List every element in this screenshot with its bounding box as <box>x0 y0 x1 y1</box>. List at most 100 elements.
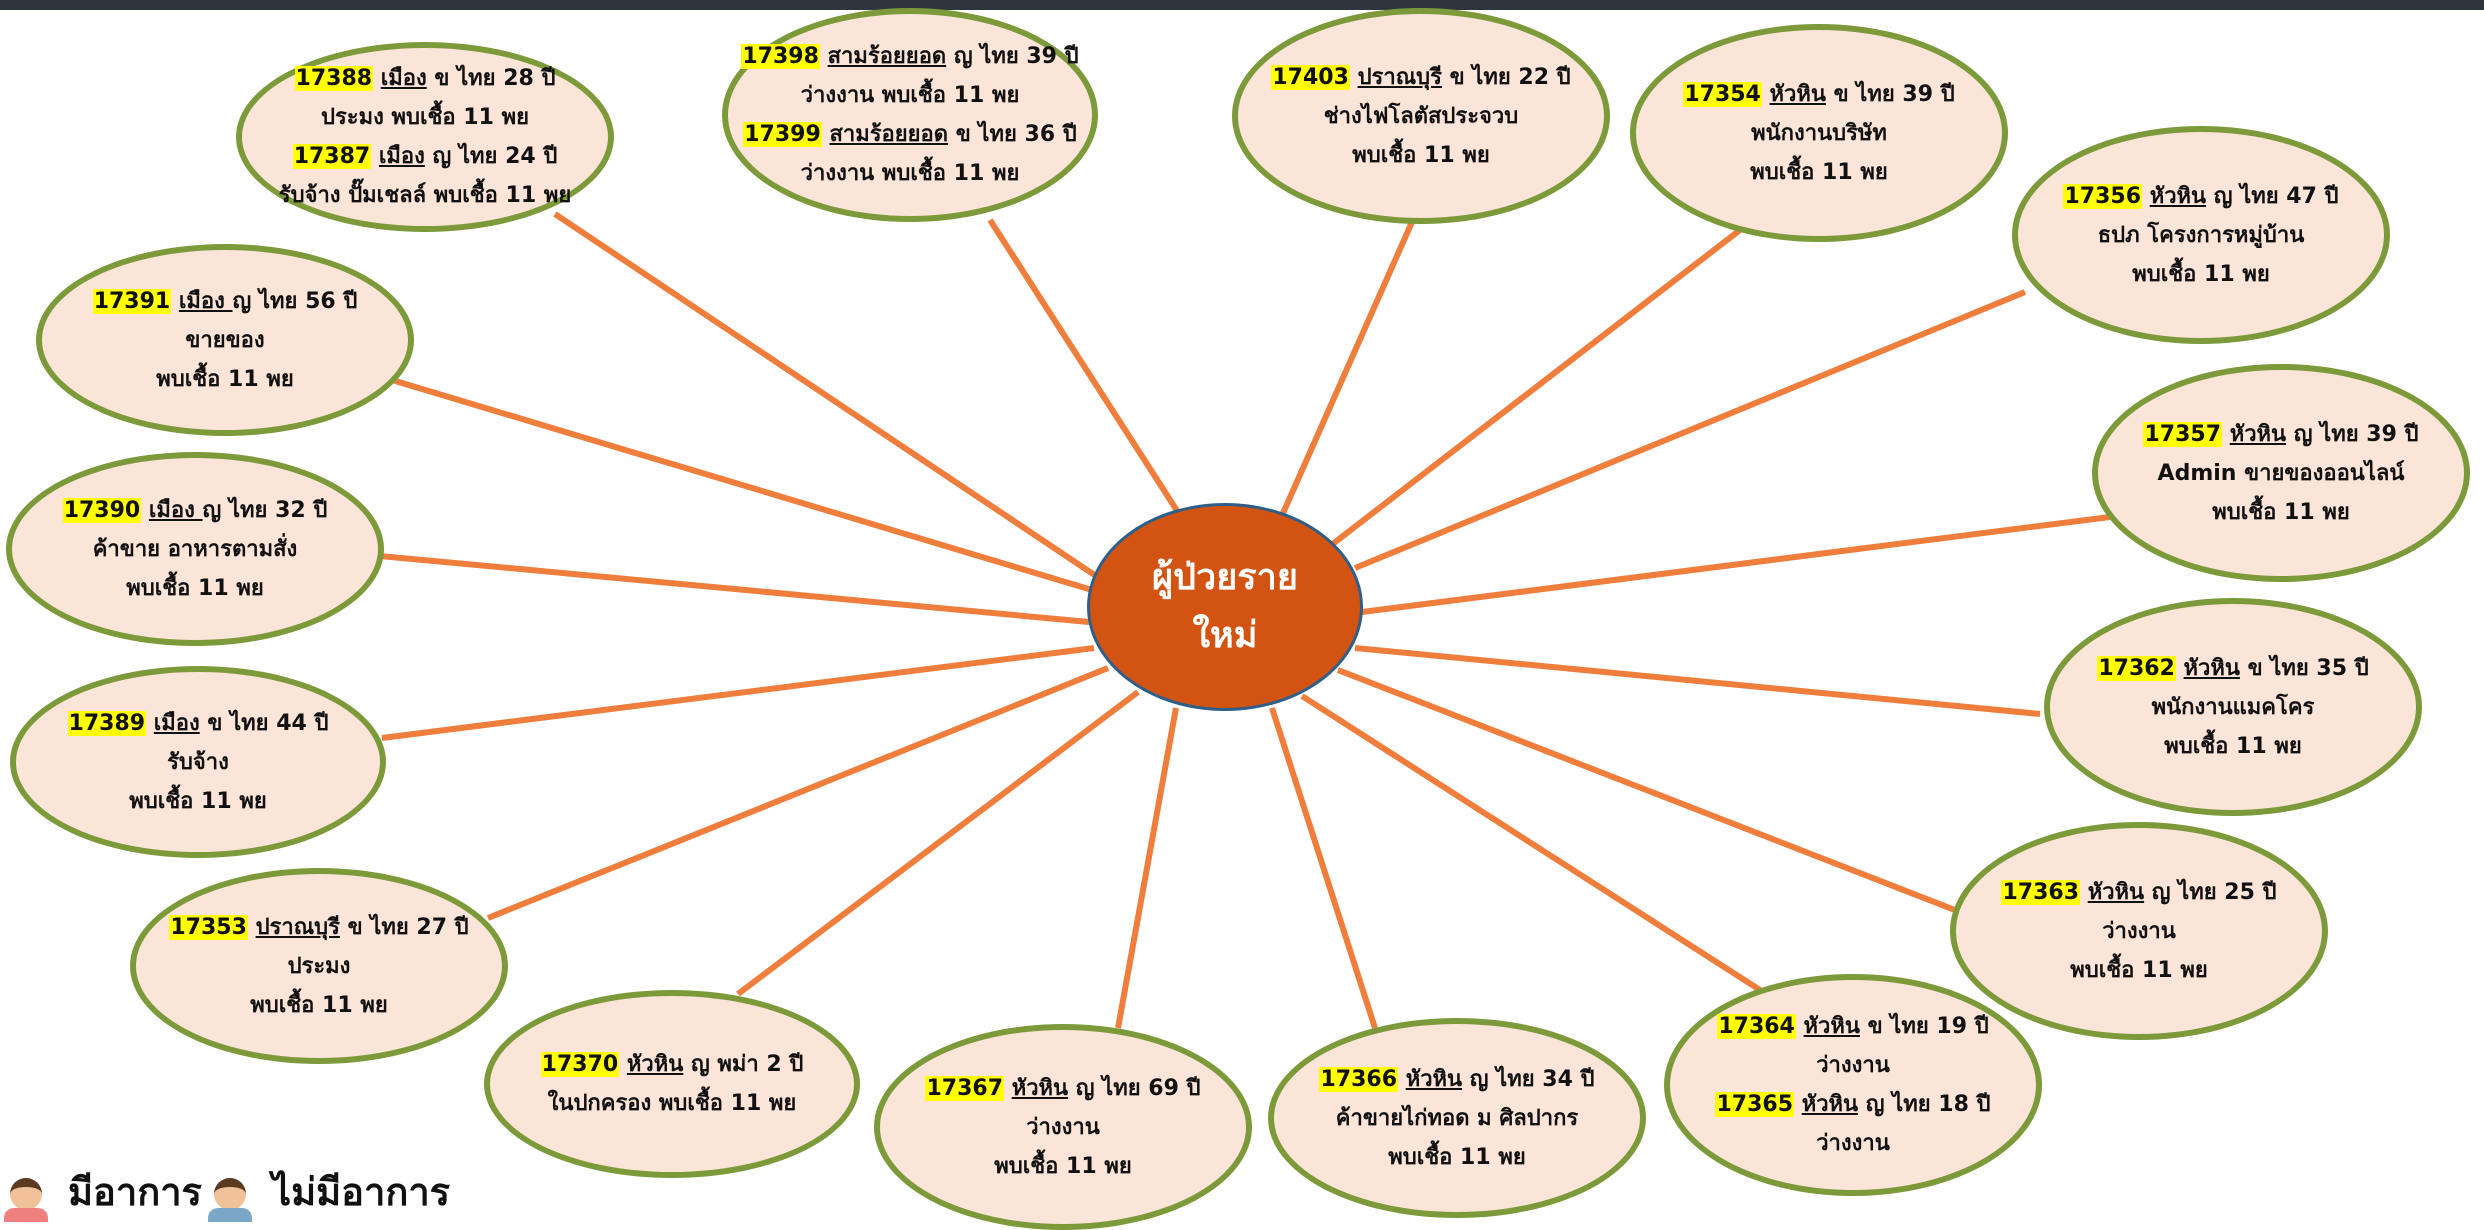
case-detail: ว่างงาน <box>2102 918 2176 944</box>
case-detail: ว่างงาน <box>1026 1114 1100 1140</box>
case-detail <box>248 915 256 940</box>
case-detail: ญ พม่า 2 ปี <box>683 1052 804 1077</box>
case-detail: ธปภ โครงการหมู่บ้าน <box>2097 222 2305 248</box>
case-detail: ญ ไทย 47 ปี <box>2206 183 2339 209</box>
case-detail: พบเชื้อ 11 พย <box>2212 499 2350 525</box>
case-id: 17370 <box>540 1052 620 1077</box>
case-node-17403: 17403 ปราณบุรี ข ไทย 22 ปีช่างไฟโลตัสประ… <box>1232 8 1610 224</box>
case-line: 17391 เมือง ญ ไทย 56 ปี <box>92 282 357 321</box>
case-detail: พบเชื้อ 11 พย <box>2164 733 2302 759</box>
case-node-17388-17387: 17388 เมือง ข ไทย 28 ปีประมง พบเชื้อ 11 … <box>236 42 614 232</box>
case-detail: ว่างงาน <box>1816 1131 1890 1156</box>
spoke-line <box>736 689 1140 997</box>
district-name: เมือง <box>148 497 203 523</box>
case-line: 17399 สามร้อยยอด ข ไทย 36 ปี <box>743 115 1077 154</box>
case-detail <box>146 711 154 736</box>
case-detail: พบเชื้อ 11 พย <box>129 788 267 814</box>
case-detail: พบเชื้อ 11 พย <box>156 366 294 392</box>
case-node-17362: 17362 หัวหิน ข ไทย 35 ปีพนักงานแมคโครพบเ… <box>2044 598 2422 816</box>
case-detail: ประมง พบเชื้อ 11 พย <box>321 105 529 130</box>
case-detail: พบเชื้อ 11 พย <box>1750 159 1888 185</box>
case-node-17367: 17367 หัวหิน ญ ไทย 69 ปีว่างงานพบเชื้อ 1… <box>874 1024 1252 1230</box>
case-id: 17391 <box>92 288 172 314</box>
case-line: 17398 สามร้อยยอด ญ ไทย 39 ปี <box>741 37 1079 76</box>
case-node-17391: 17391 เมือง ญ ไทย 56 ปีขายของพบเชื้อ 11 … <box>36 244 414 436</box>
spoke-line <box>1328 227 1742 549</box>
case-line: ขายของ <box>185 321 264 360</box>
spoke-line <box>1115 707 1179 1029</box>
case-detail: พบเชื้อ 11 พย <box>994 1153 1132 1179</box>
case-line: 17353 ปราณบุรี ข ไทย 27 ปี <box>169 908 469 947</box>
center-node: ผู้ป่วยราย ใหม่ <box>1087 503 1363 711</box>
case-detail: พบเชื้อ 11 พย <box>2132 261 2270 287</box>
case-detail: พบเชื้อ 11 พย <box>250 992 388 1018</box>
case-line: รับจ้าง <box>167 743 229 782</box>
case-line: 17367 หัวหิน ญ ไทย 69 ปี <box>925 1069 1201 1108</box>
case-detail: พนักงานแมคโคร <box>2151 694 2315 720</box>
case-line: พบเชื้อ 11 พย <box>1352 136 1489 175</box>
spoke-line <box>381 645 1095 741</box>
case-node-17366: 17366 หัวหิน ญ ไทย 34 ปีค้าขายไก่ทอด ม ศ… <box>1268 1018 1646 1218</box>
case-id: 17388 <box>294 66 374 91</box>
case-id: 17398 <box>741 44 820 69</box>
case-line: พบเชื้อ 11 พย <box>994 1147 1131 1186</box>
symptomatic-person-icon <box>0 1174 52 1222</box>
center-title-line2: ใหม่ <box>1192 615 1258 656</box>
case-detail <box>371 144 379 169</box>
spoke-line <box>553 211 1098 579</box>
case-line: ว่างงาน พบเชื้อ 11 พย <box>801 76 1020 115</box>
case-line: 17364 หัวหิน ข ไทย 19 ปี <box>1717 1007 1989 1046</box>
case-line: พบเชื้อ 11 พย <box>2164 727 2301 766</box>
spoke-line <box>1354 645 2041 717</box>
case-detail <box>2142 184 2150 209</box>
case-detail: ญ ไทย 39 ปี <box>2286 421 2419 447</box>
spoke-line <box>486 665 1110 921</box>
case-line: พบเชื้อ 11 พย <box>156 360 293 399</box>
case-line: ว่างงาน <box>1816 1124 1890 1163</box>
case-line: ว่างงาน พบเชื้อ 11 พย <box>801 154 1020 193</box>
case-detail: ว่างงาน พบเชื้อ 11 พย <box>800 161 1020 186</box>
case-id: 17357 <box>2143 421 2223 447</box>
case-detail: ค้าขาย อาหารตามสั่ง <box>92 536 298 562</box>
case-id: 17390 <box>62 497 142 523</box>
case-detail <box>1794 1092 1802 1117</box>
district-name: หัวหิน <box>2183 655 2240 681</box>
case-detail: พบเชื้อ 11 พย <box>2070 957 2208 983</box>
district-name: หัวหิน <box>1801 1092 1859 1117</box>
legend-symptomatic-label: มีอาการ <box>68 1170 202 1214</box>
case-line: ในปกครอง พบเชื้อ 11 พย <box>548 1084 797 1123</box>
case-line: พบเชื้อ 11 พย <box>2132 255 2269 294</box>
case-detail <box>1796 1014 1804 1039</box>
case-detail: ข ไทย 35 ปี <box>2239 655 2369 681</box>
case-line: ค้าขาย อาหารตามสั่ง <box>93 530 298 569</box>
spoke-line <box>1361 514 2111 615</box>
top-bar <box>0 0 2484 10</box>
district-name: หัวหิน <box>1011 1075 1069 1101</box>
district-name: ปราณบุรี <box>255 914 340 940</box>
case-id: 17356 <box>2063 183 2143 209</box>
case-line: ว่างงาน <box>1816 1046 1890 1085</box>
spoke-line <box>1269 707 1378 1029</box>
case-detail: ญ ไทย 24 ปี <box>424 144 558 169</box>
case-id: 17389 <box>67 710 147 736</box>
case-detail <box>171 289 179 314</box>
case-line: ประมง <box>288 947 351 986</box>
case-detail: รับจ้าง ปั๊มเชลล์ พบเชื้อ 11 พย <box>278 183 572 208</box>
case-line: พนักงานแมคโคร <box>2152 688 2315 727</box>
case-node-17398-17399: 17398 สามร้อยยอด ญ ไทย 39 ปีว่างงาน พบเช… <box>722 8 1098 222</box>
case-line: ค้าขายไก่ทอด ม ศิลปากร <box>1336 1099 1578 1138</box>
case-detail <box>2222 422 2230 447</box>
case-line: 17390 เมือง ญ ไทย 32 ปี <box>62 491 327 530</box>
case-id: 17362 <box>2097 655 2176 681</box>
case-line: 17354 หัวหิน ข ไทย 39 ปี <box>1683 75 1955 114</box>
case-node-17353: 17353 ปราณบุรี ข ไทย 27 ปีประมงพบเชื้อ 1… <box>130 868 508 1064</box>
case-detail: รับจ้าง <box>167 749 229 775</box>
legend: มีอาการ ไม่มีอาการ <box>0 1170 452 1222</box>
case-id: 17363 <box>2001 879 2081 905</box>
district-name: เมือง <box>178 288 233 314</box>
case-detail: ว่างงาน <box>1816 1053 1890 1078</box>
case-node-17390: 17390 เมือง ญ ไทย 32 ปีค้าขาย อาหารตามสั… <box>6 452 384 646</box>
case-line: 17389 เมือง ข ไทย 44 ปี <box>67 704 328 743</box>
